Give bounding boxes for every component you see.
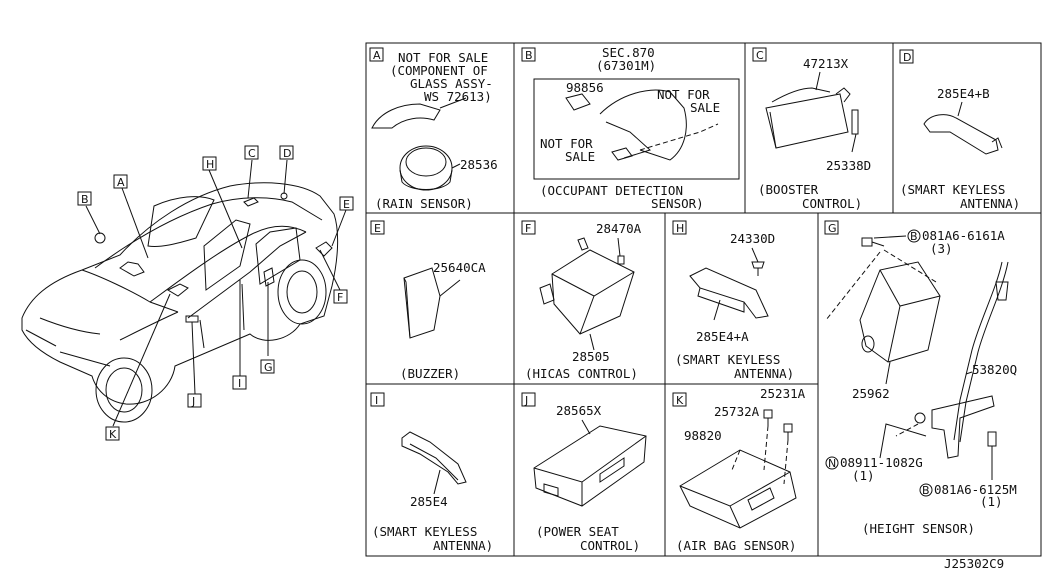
- panel-b-sec-sub: (67301M): [596, 58, 656, 73]
- panel-h-caption-1: (SMART KEYLESS: [675, 352, 780, 367]
- panel-d-caption-1: (SMART KEYLESS: [900, 182, 1005, 197]
- panel-k-part1: 25732A: [714, 404, 760, 419]
- panel-c-part1: 47213X: [803, 56, 849, 71]
- panel-f-part2: 28505: [572, 349, 610, 364]
- panel-b-caption-2: SENSOR): [651, 196, 704, 211]
- panel-j-letter: J: [524, 394, 528, 407]
- panel-j-caption-1: (POWER SEAT: [536, 524, 619, 539]
- panel-c-caption-2: CONTROL): [802, 196, 862, 211]
- panel-b-part: 98856: [566, 80, 604, 95]
- panel-g-bolt1: 081A6-6161A: [922, 228, 1005, 243]
- panel-a-note-2: (COMPONENT OF: [390, 63, 488, 78]
- panel-b-occupant-detection: B SEC.870 (67301M) 98856 NOT FOR SALE NO…: [521, 45, 740, 211]
- panel-h-caption-2: ANTENNA): [734, 366, 794, 381]
- panel-h-smart-keyless: H 24330D 285E4+A (SMART KEYLESS ANTENNA): [672, 220, 794, 381]
- panel-g-sym-n: N: [828, 457, 836, 470]
- drawing-code: J25302C9: [944, 556, 1004, 571]
- panel-b-sec: SEC.870: [602, 45, 655, 60]
- panel-e-part: 25640CA: [433, 260, 486, 275]
- panel-f-part1: 28470A: [596, 221, 642, 236]
- panel-g-nut: 08911-1082G: [840, 455, 923, 470]
- panel-i-letter: I: [375, 394, 378, 407]
- panel-g-bolt2: 081A6-6125M: [934, 482, 1017, 497]
- callout-f: F: [337, 291, 343, 304]
- panel-e-letter: E: [374, 222, 381, 235]
- panel-a-note-1: NOT FOR SALE: [398, 50, 488, 65]
- panel-g-part2: 53820Q: [972, 362, 1017, 377]
- panel-b-note2-2: SALE: [565, 149, 595, 164]
- callout-a: A: [117, 176, 125, 189]
- panel-c-letter: C: [756, 49, 764, 62]
- panel-j-caption-2: CONTROL): [580, 538, 640, 553]
- callout-k: K: [109, 428, 117, 441]
- panel-b-note1-2: SALE: [690, 100, 720, 115]
- panel-k-air-bag-sensor: K 25231A 25732A 98820 (AIR BAG SENSOR): [672, 386, 806, 553]
- panel-g-letter: G: [828, 222, 837, 235]
- panel-k-caption: (AIR BAG SENSOR): [676, 538, 796, 553]
- panel-b-note1-1: NOT FOR: [657, 87, 710, 102]
- panel-j-part: 28565X: [556, 403, 602, 418]
- panel-g-caption: (HEIGHT SENSOR): [862, 521, 975, 536]
- callout-d: D: [283, 147, 291, 160]
- callout-b: B: [81, 193, 89, 206]
- panel-h-part1: 24330D: [730, 231, 775, 246]
- callout-c: C: [248, 147, 256, 160]
- panel-a-rain-sensor: A NOT FOR SALE (COMPONENT OF GLASS ASSY-…: [369, 47, 498, 211]
- panel-a-note-3: GLASS ASSY-: [410, 76, 493, 91]
- panel-e-caption: (BUZZER): [400, 366, 460, 381]
- callout-h: H: [206, 158, 214, 171]
- panel-j-power-seat: J 28565X (POWER SEAT CONTROL): [521, 392, 647, 553]
- callout-e: E: [343, 198, 350, 211]
- panel-i-caption-2: ANTENNA): [433, 538, 493, 553]
- callout-g: G: [264, 361, 273, 374]
- panel-k-part3: 98820: [684, 428, 722, 443]
- panel-d-smart-keyless: D 285E4+B (SMART KEYLESS ANTENNA): [899, 49, 1020, 211]
- panel-h-part2: 285E4+A: [696, 329, 749, 344]
- panel-b-caption-1: (OCCUPANT DETECTION: [540, 183, 683, 198]
- panel-g-bolt1-qty: (3): [930, 241, 953, 256]
- panel-c-caption-1: (BOOSTER: [758, 182, 819, 197]
- vehicle-illustration: [21, 159, 347, 427]
- callout-j: J: [191, 395, 195, 408]
- panel-f-hicas-control: F 28470A 28505 (HICAS CONTROL): [521, 220, 642, 381]
- panel-d-caption-2: ANTENNA): [960, 196, 1020, 211]
- panel-e-buzzer: E 25640CA (BUZZER): [370, 220, 486, 381]
- panel-a-caption: (RAIN SENSOR): [375, 196, 473, 211]
- panel-i-part: 285E4: [410, 494, 448, 509]
- panel-g-part1: 25962: [852, 386, 890, 401]
- panel-a-part: 28536: [460, 157, 498, 172]
- panel-c-part2: 25338D: [826, 158, 871, 173]
- panel-d-letter: D: [903, 51, 911, 64]
- panel-a-letter: A: [373, 49, 381, 62]
- panel-f-caption: (HICAS CONTROL): [525, 366, 638, 381]
- panel-g-nut-qty: (1): [852, 468, 875, 483]
- callout-i: I: [238, 377, 241, 390]
- panel-h-letter: H: [676, 222, 684, 235]
- panel-i-caption-1: (SMART KEYLESS: [372, 524, 477, 539]
- panel-a-note-4: WS 72613): [424, 89, 492, 104]
- panel-f-letter: F: [525, 222, 531, 235]
- panel-grid: [365, 42, 1042, 557]
- panel-d-part: 285E4+B: [937, 86, 990, 101]
- panel-b-note2-1: NOT FOR: [540, 136, 593, 151]
- panel-g-bolt2-qty: (1): [980, 494, 1003, 509]
- panel-g-sym-b2: B: [922, 484, 930, 497]
- panel-i-smart-keyless: I 285E4 (SMART KEYLESS ANTENNA): [370, 392, 493, 553]
- panel-b-letter: B: [525, 49, 533, 62]
- panel-c-booster-control: C 47213X 25338D (BOOSTER CONTROL): [752, 47, 871, 211]
- panel-g-sym-b1: B: [910, 230, 918, 243]
- panel-k-letter: K: [676, 394, 684, 407]
- panel-k-part2: 25231A: [760, 386, 806, 401]
- panel-g-height-sensor: G B 081A6-6161A (3) 25962 53820Q N 08911…: [824, 220, 1017, 536]
